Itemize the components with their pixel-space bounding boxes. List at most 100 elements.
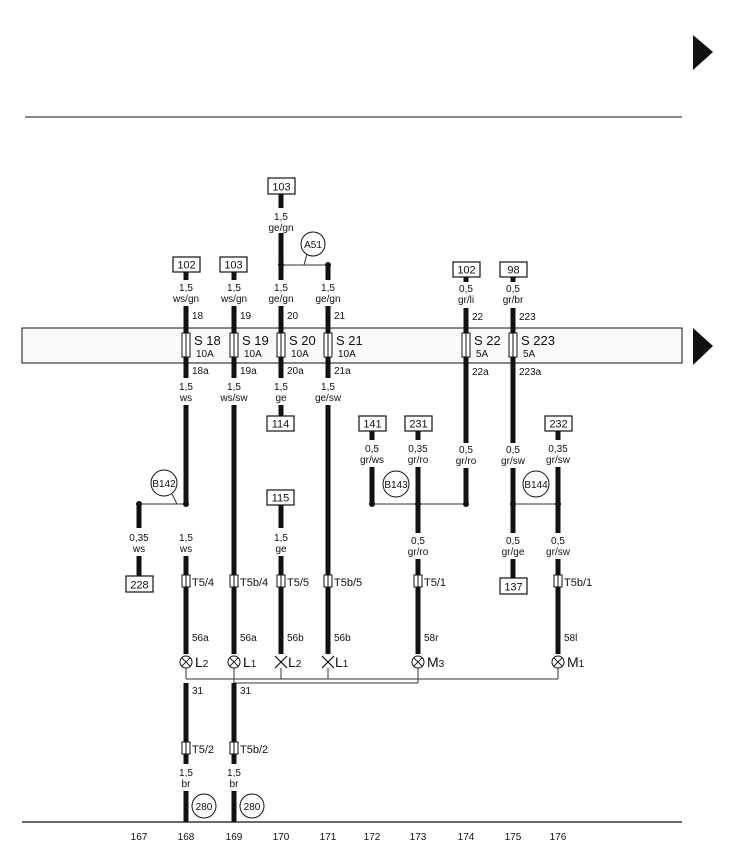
terminal-171-label: 56b: [334, 633, 351, 644]
ground-168-label: 31: [192, 686, 204, 697]
lamp-l2-168-sub: 2: [203, 659, 209, 670]
fuse-s21-rating: 10A: [338, 349, 356, 360]
ref-232-label: 232: [549, 419, 567, 431]
column-number-172: 172: [364, 832, 381, 843]
wire-170-low-color: ge: [275, 544, 287, 555]
column-number-175: 175: [505, 832, 522, 843]
fuse-s20-name: S 20: [289, 333, 316, 348]
wire-169-mid-num: 19a: [240, 366, 257, 377]
svg-text:L2: L2: [288, 654, 302, 670]
ref-114-label: 114: [272, 419, 290, 431]
column-number-173: 173: [410, 832, 427, 843]
fuse-s20-rating: 10A: [291, 349, 309, 360]
wire-168g-color: br: [182, 779, 192, 790]
ref-box-228: [125, 575, 154, 593]
wire-176a-color: gr/sw: [546, 455, 571, 466]
connector-t5-4-label: T5/4: [192, 577, 214, 589]
lamp-l2-170: L2: [274, 654, 302, 670]
ground-point-280-168-label: 280: [196, 802, 213, 813]
fuse-s223-name: S 223: [521, 333, 555, 348]
splice-b143-label: B143: [384, 480, 408, 491]
connector-t5-4: T5/4: [181, 574, 214, 589]
wire-171-top-size: 1,5: [321, 283, 335, 294]
splice-b142-circle: [150, 469, 178, 497]
wire-175c-color: gr/ge: [502, 547, 525, 558]
wire-170-low-size: 1,5: [274, 533, 288, 544]
fuse-s22-rating: 5A: [476, 349, 489, 360]
wire-170-mid-color: ge: [275, 393, 287, 404]
wire-167-size: 0,35: [129, 533, 149, 544]
ref-115-label: 115: [272, 493, 290, 505]
wire-172-size: 0,5: [365, 444, 379, 455]
lamp-m3-173-sub: 3: [439, 659, 445, 670]
splice-b143-dot-174: [463, 501, 469, 507]
terminal-168-label: 56a: [192, 633, 209, 644]
wire-174-mid-size: 0,5: [459, 445, 473, 456]
ref-141-label: 141: [363, 419, 381, 431]
connector-t5b-2-label: T5b/2: [240, 744, 268, 756]
connector-t5b-2: T5b/2: [229, 741, 268, 756]
lamp-l1-169: L1: [227, 654, 257, 670]
terminal-169-label: 56a: [240, 633, 257, 644]
wire-103-top-size: 1,5: [274, 212, 288, 223]
ground-point-280-169-label: 280: [244, 802, 261, 813]
connector-t5b-4: T5b/4: [229, 574, 268, 589]
wire-168-mid-size: 1,5: [179, 382, 193, 393]
fuse-panel: [21, 327, 683, 364]
wire-170-mid-num: 20a: [287, 366, 304, 377]
splice-b144-dot-175: [510, 501, 516, 507]
ref-98-175-label: 98: [507, 265, 519, 277]
wire-168g-size: 1,5: [179, 768, 193, 779]
column-number-167: 167: [131, 832, 148, 843]
wire-170-top-size: 1,5: [274, 283, 288, 294]
wire-103-top-color: ge/gn: [268, 223, 293, 234]
wire-175-top-size: 0,5: [506, 284, 520, 295]
wire-169-top-size: 1,5: [227, 283, 241, 294]
connector-t5-2: T5/2: [181, 741, 214, 756]
splice-b142-label: B142: [152, 479, 176, 490]
connector-t5-5: T5/5: [276, 574, 309, 589]
wire-171-top-num: 21: [334, 311, 346, 322]
splice-a51-label: A51: [304, 240, 322, 251]
svg-text:M3: M3: [427, 654, 445, 670]
wire-174-top-size: 0,5: [459, 284, 473, 295]
splice-b144-label: B144: [524, 480, 548, 491]
lamp-l2-168: L2: [179, 654, 209, 670]
splice-b143-dot-172: [369, 501, 375, 507]
wire-170-top-num: 20: [287, 311, 299, 322]
lamp-l2-168-name: L: [195, 654, 203, 670]
continuation-arrow-fuse-panel: [693, 328, 713, 365]
connector-t5b-1: T5b/1: [553, 574, 592, 589]
fuse-s18: S 18 10A: [181, 332, 221, 360]
lamp-l1-169-sub: 1: [251, 659, 257, 670]
wire-168-low-size: 1,5: [179, 533, 193, 544]
wire-176b-color: gr/sw: [546, 547, 571, 558]
wire-169-top-color: ws/gn: [220, 294, 247, 305]
ref-228-label: 228: [130, 580, 148, 592]
wire-169-mid-color: ws/sw: [219, 393, 248, 404]
wire-168-low-color: ws: [179, 544, 192, 555]
wire-167-color: ws: [132, 544, 145, 555]
fuse-s22-name: S 22: [474, 333, 501, 348]
wire-176b-size: 0,5: [551, 536, 565, 547]
connector-t5-1: T5/1: [413, 574, 446, 589]
fuse-s19-rating: 10A: [244, 349, 262, 360]
wire-175-mid-num: 223a: [519, 367, 542, 378]
ref-103-169-label: 103: [224, 260, 242, 272]
wire-169-mid-size: 1,5: [227, 382, 241, 393]
lamp-l1-171-sub: 1: [343, 659, 349, 670]
splice-b144-dot-176: [555, 501, 561, 507]
wire-168-mid-color: ws: [179, 393, 192, 404]
lamp-m3-173: M3: [411, 654, 445, 670]
lamp-l1-171: L1: [321, 654, 349, 670]
fuse-s19: S 19 10A: [229, 332, 269, 360]
wire-170-top-color: ge/gn: [268, 294, 293, 305]
ref-102-174-label: 102: [457, 265, 475, 277]
fuse-s20: S 20 10A: [276, 332, 316, 360]
connector-t5b-5-label: T5b/5: [334, 577, 362, 589]
wire-175-top-num: 223: [519, 312, 536, 323]
wire-175-mid-color: gr/sw: [501, 456, 526, 467]
lamp-m3-173-name: M: [427, 654, 439, 670]
svg-text:M1: M1: [567, 654, 585, 670]
wire-170-mid-size: 1,5: [274, 382, 288, 393]
